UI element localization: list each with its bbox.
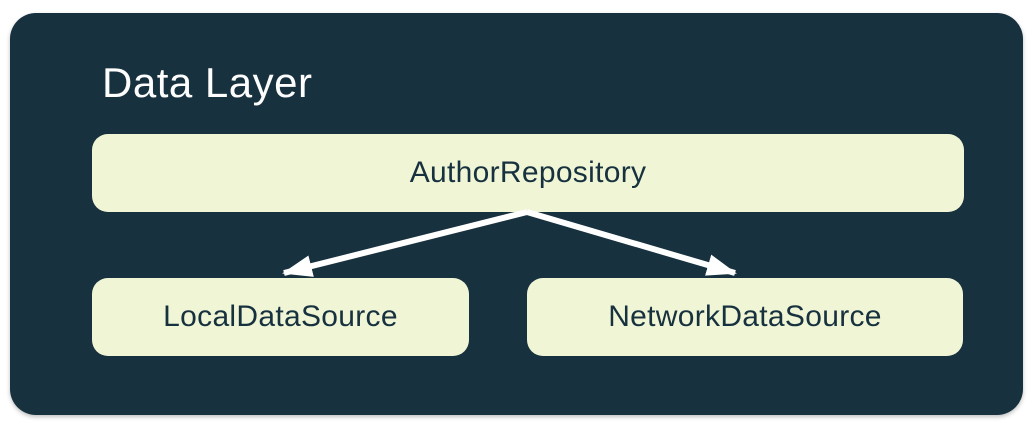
data-layer-title: Data Layer <box>102 59 313 106</box>
node-network-data-source: NetworkDataSource <box>527 278 963 356</box>
node-local-data-source-label: LocalDataSource <box>163 300 398 333</box>
node-author-repository: AuthorRepository <box>92 134 964 212</box>
node-author-repository-label: AuthorRepository <box>409 156 647 189</box>
node-local-data-source: LocalDataSource <box>92 278 469 356</box>
node-network-data-source-label: NetworkDataSource <box>608 300 882 333</box>
